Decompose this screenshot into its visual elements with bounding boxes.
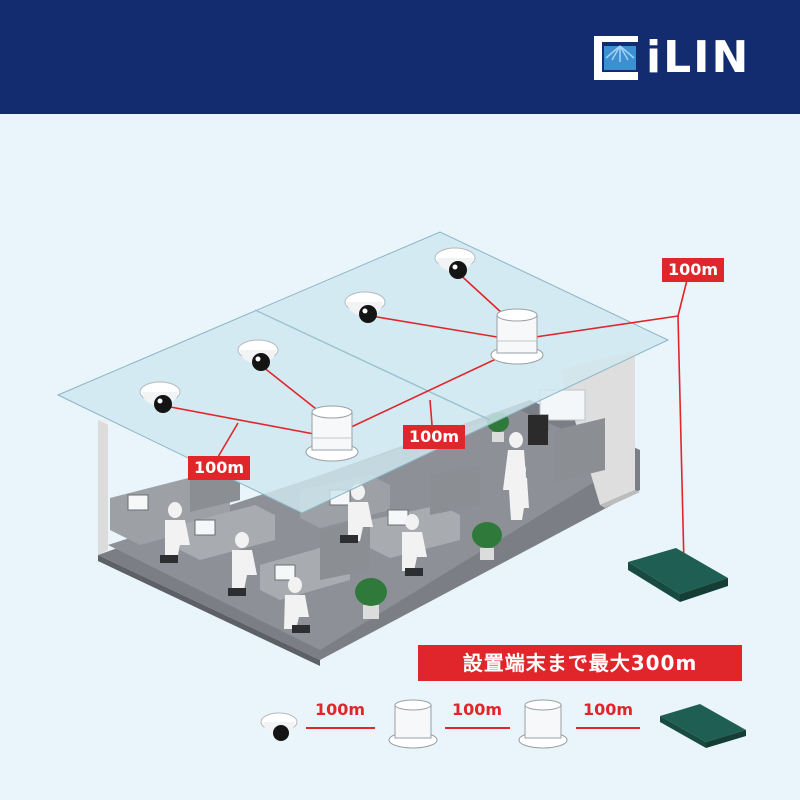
poe-extender-2: [490, 308, 544, 365]
right-wall-front: [600, 490, 640, 508]
distance-label-ceiling-center: 100m: [403, 425, 465, 449]
distance-label-riser: 100m: [662, 258, 724, 282]
header-bar: iLIN: [0, 0, 800, 114]
dome-camera-1: [139, 381, 181, 413]
legend-extender-1: [388, 699, 438, 749]
coffee-machine: [528, 415, 548, 445]
people: [165, 432, 529, 629]
legend-extender-2: [518, 699, 568, 749]
max-distance-caption: 設置端末まで最大300m: [418, 645, 742, 681]
legend-dome-camera: [260, 712, 298, 741]
network-switch: [628, 548, 728, 602]
poe-extender-1: [305, 405, 359, 462]
chairs: [160, 535, 423, 633]
logo-mark-icon: [594, 36, 638, 80]
floor-slab-front: [98, 555, 320, 666]
brand-name: iLIN: [646, 32, 751, 83]
cubicles: [110, 418, 605, 600]
left-outer-wall: [98, 420, 108, 555]
brand-logo: iLIN: [592, 30, 777, 86]
dome-camera-4: [434, 247, 476, 279]
legend-switch: [660, 704, 746, 748]
legend-segment-label-1: 100m: [314, 700, 366, 719]
dome-camera-2: [237, 339, 279, 371]
legend-segment-label-2: 100m: [451, 700, 503, 719]
office-scene: [56, 231, 746, 749]
dome-camera-3: [344, 291, 386, 323]
distance-label-ceiling-left: 100m: [188, 456, 250, 480]
ceiling-divider: [254, 309, 491, 421]
legend-segment-label-3: 100m: [582, 700, 634, 719]
